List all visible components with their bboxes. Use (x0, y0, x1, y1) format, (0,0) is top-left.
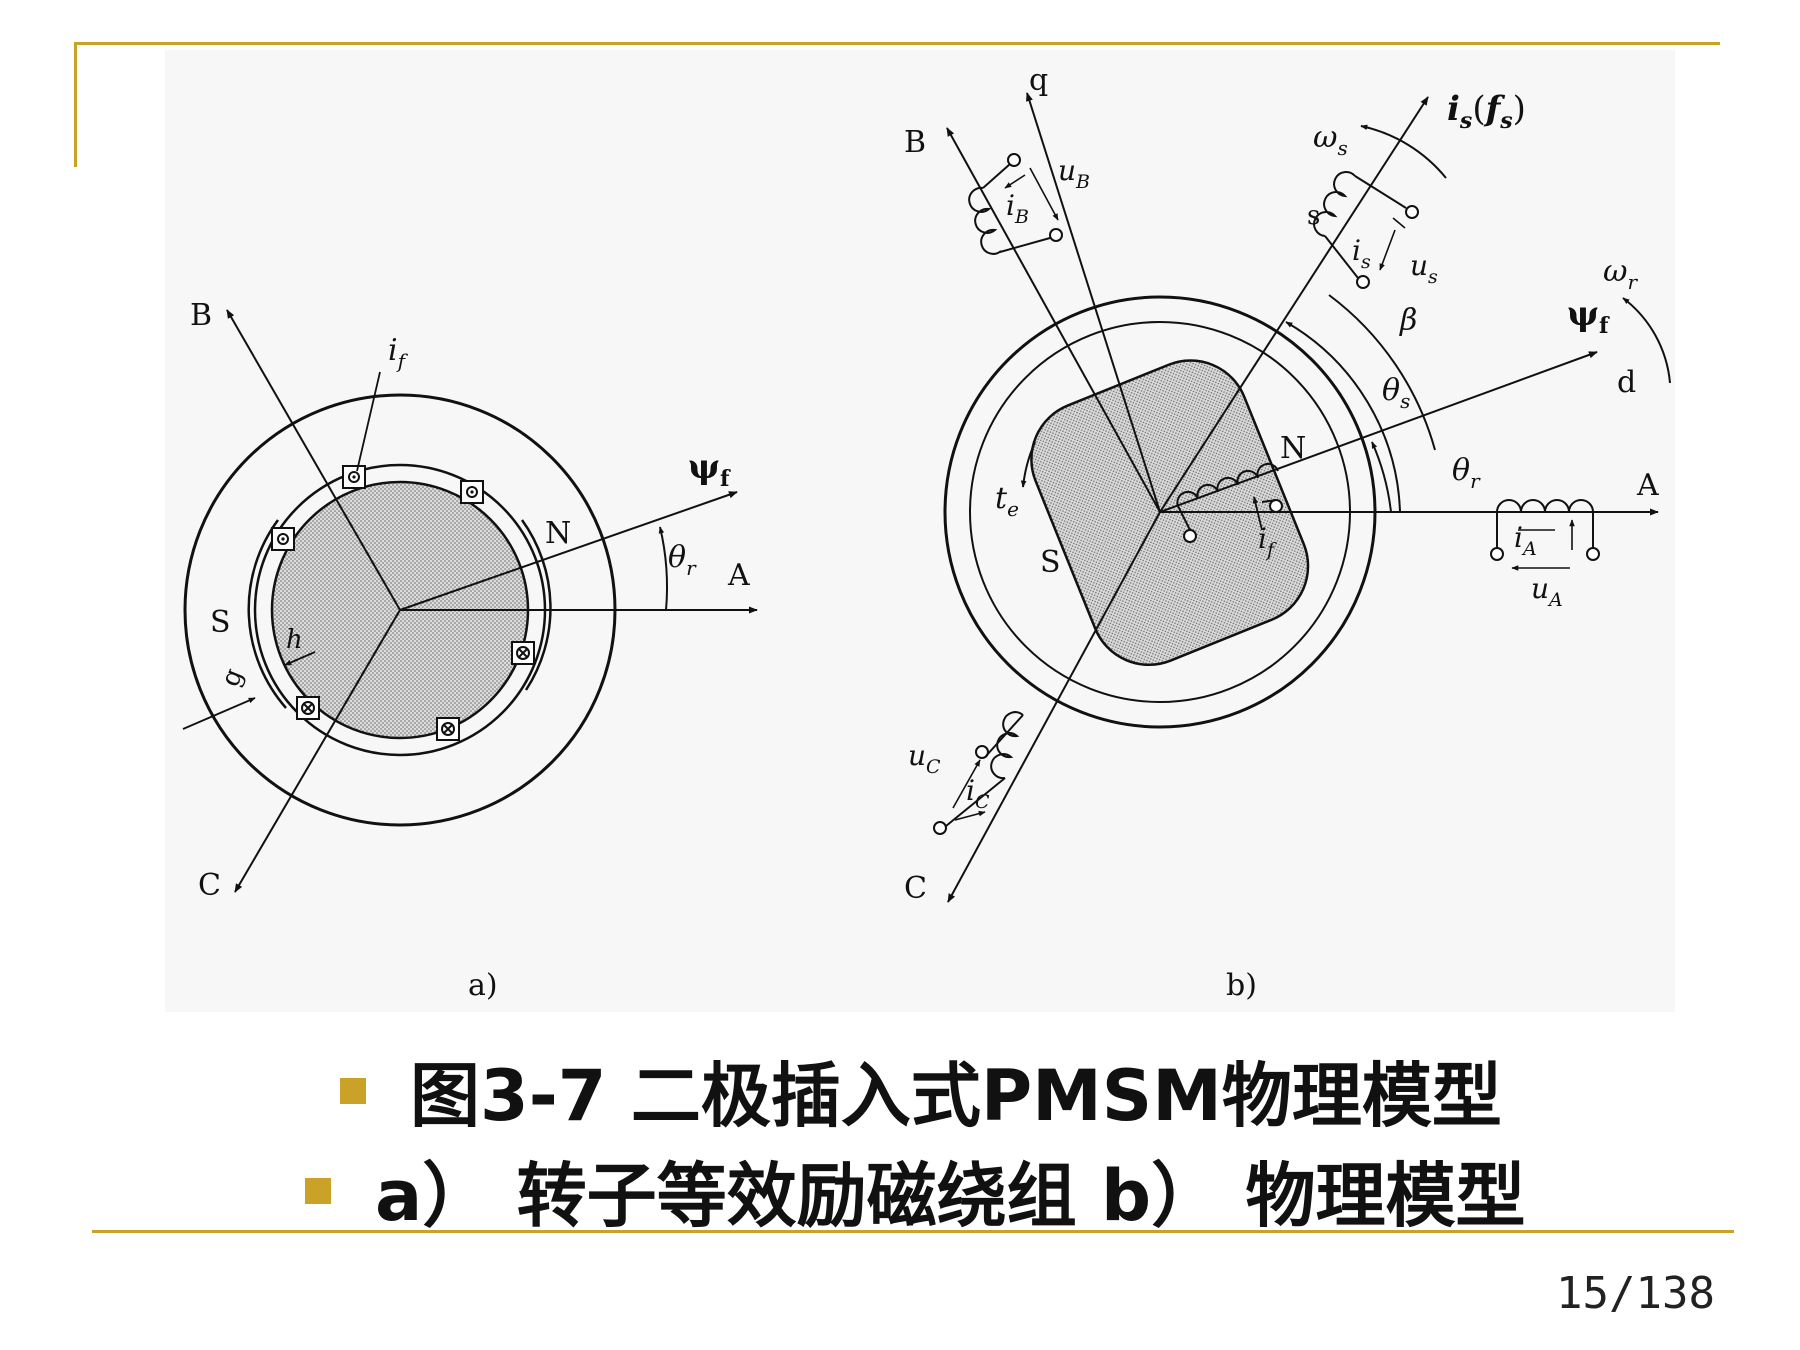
axis-b-arrow (226, 309, 401, 611)
h-dim-arrow (284, 651, 316, 666)
theta-r-arc-a (658, 526, 669, 611)
page-number: 15/138 (1556, 1268, 1715, 1319)
if-label-a: if (388, 333, 409, 373)
axis-b-arrow-b (946, 127, 1161, 513)
sublabel-b: b) (1226, 968, 1257, 1003)
beta-arc (1328, 294, 1436, 451)
label-d: d (1617, 365, 1636, 400)
theta-s-arc (1285, 321, 1401, 513)
label-c-a: C (198, 868, 221, 903)
ia-label: iA (1514, 521, 1537, 560)
psi-f-label-b: ψf (1567, 294, 1610, 339)
cross-slot (436, 717, 460, 741)
dot-slot (271, 527, 295, 551)
ua-label: uA (1531, 572, 1563, 611)
caption-text-1: 图3-7 二极插入式PMSM物理模型 (410, 1055, 1502, 1137)
bottom-border-line (92, 1230, 1734, 1233)
caption-line-1: 图3-7 二极插入式PMSM物理模型 (340, 1040, 1502, 1141)
is-fs-label: is(fs) (1447, 89, 1526, 134)
psi-f-label-a: ψf (688, 447, 731, 492)
g-dim-arrow (182, 697, 256, 730)
te-label: te (995, 481, 1019, 521)
label-a-b: A (1636, 468, 1659, 503)
cross-slot (511, 641, 535, 665)
axis-q-arrow (1026, 92, 1161, 513)
uc-label: uC (908, 739, 941, 778)
g-label: g (215, 664, 249, 691)
bullet-square-icon (305, 1177, 331, 1204)
label-b-a: B (190, 298, 212, 333)
dot-slot (460, 480, 484, 504)
theta-r-label-a: θr (668, 540, 697, 580)
te-arc (1020, 441, 1036, 488)
h-label: h (286, 625, 303, 655)
bullet-square-icon (340, 1077, 366, 1104)
phase-c-coil (933, 711, 1024, 835)
omega-r-arc (1622, 297, 1671, 384)
theta-r-arc-b (1371, 441, 1392, 513)
psi-f-arrow (399, 491, 738, 611)
if-leader-line (356, 371, 381, 472)
omega-s-arc (1360, 124, 1447, 179)
coil-s-label: s (1307, 201, 1320, 231)
caption-text-2: a） 转子等效励磁绕组 b） 物理模型 (375, 1155, 1526, 1237)
omega-s-label: ωs (1313, 120, 1348, 160)
figure-b: B C A q d is(fs) ωs ωr ψf β θs θr s is u… (904, 63, 1671, 1003)
theta-s-label: θs (1382, 373, 1410, 413)
ib-label: iB (1006, 189, 1029, 228)
ub-label: uB (1058, 154, 1090, 193)
cross-slot (296, 696, 320, 720)
theta-r-label-b: θr (1452, 453, 1481, 493)
pole-n-label-b: N (1280, 431, 1306, 466)
pole-n-label-a: N (545, 516, 571, 551)
dot-slot (342, 465, 366, 489)
pole-s-label-b: S (1040, 545, 1061, 580)
caption-line-2: a） 转子等效励磁绕组 b） 物理模型 (305, 1140, 1525, 1241)
us-label: us (1410, 249, 1438, 288)
label-b-b: B (904, 125, 926, 160)
top-border-line (74, 42, 1720, 45)
label-c-b: C (904, 871, 927, 906)
omega-r-label: ωr (1603, 254, 1638, 294)
is-label: is (1352, 234, 1371, 273)
equivalent-coil-s (1313, 171, 1419, 289)
label-q: q (1029, 63, 1048, 98)
airgap-arc-left-a (247, 519, 287, 709)
phase-b-coil (968, 153, 1063, 255)
left-border-line (74, 42, 77, 167)
ic-label: iC (966, 774, 990, 813)
phase-a-coil (1490, 499, 1600, 571)
axis-c-arrow-b (947, 511, 1161, 903)
airgap-arc-right-a (520, 519, 552, 691)
pole-s-label-a: S (210, 605, 231, 640)
axis-c-arrow (234, 609, 401, 893)
if-label-b: if (1258, 522, 1277, 561)
is-vector-arrow (1159, 96, 1429, 513)
rotor-field-coil (1176, 462, 1283, 543)
sublabel-a: a) (468, 968, 498, 1003)
axis-d-arrow (1159, 351, 1598, 513)
figure-a: B C A ψf if θr N S h g a) (182, 298, 758, 1003)
label-a-a: A (727, 558, 750, 593)
beta-label: β (1399, 303, 1417, 338)
